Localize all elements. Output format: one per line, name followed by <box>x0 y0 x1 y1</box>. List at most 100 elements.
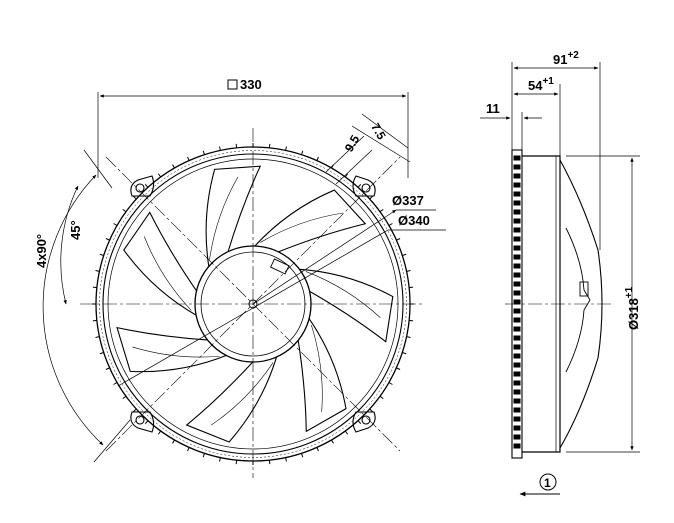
frame-rib <box>331 439 334 444</box>
frame-rib <box>113 382 118 385</box>
side-flange-rib <box>513 407 521 413</box>
frame-rib <box>379 208 384 213</box>
side-flange-rib <box>513 173 521 179</box>
side-dimensions <box>480 62 640 453</box>
side-flange-rib <box>513 398 521 404</box>
frame-rib <box>344 173 349 178</box>
frame-rib <box>285 457 287 462</box>
impeller-blade <box>116 326 230 373</box>
frame-rib <box>388 382 393 385</box>
side-flange-rib <box>513 236 521 242</box>
frame-rib <box>95 336 100 338</box>
impeller-blades <box>116 165 394 443</box>
frame-rib <box>388 223 393 226</box>
impeller-blade-edge <box>209 176 239 260</box>
impeller-blade <box>297 315 347 433</box>
impeller-blade-edge <box>260 212 344 243</box>
side-flange-rib <box>513 425 521 431</box>
side-flange-rib <box>513 335 521 341</box>
frame-rib <box>357 420 362 424</box>
side-flange-rib <box>513 272 521 278</box>
frame-rib <box>202 453 205 458</box>
impeller-blade <box>123 211 199 318</box>
frame-rib <box>344 430 349 435</box>
frame-rib <box>396 367 401 370</box>
flange-label: 11 <box>486 101 500 116</box>
side-flange-rib <box>513 191 521 197</box>
impeller-blade-edge <box>311 324 323 413</box>
mounting-hole-bottom-left <box>135 415 145 425</box>
width-dimension <box>97 79 409 178</box>
frame-rib <box>369 408 373 413</box>
frame-rib <box>285 146 287 151</box>
frame-rib <box>219 146 221 151</box>
frame-rib <box>133 195 137 200</box>
angle-arcs <box>42 149 131 463</box>
side-flange-rib <box>513 362 521 368</box>
frame-rib <box>402 352 407 355</box>
side-impeller-inner <box>565 227 591 373</box>
width-label: 330 <box>240 77 262 92</box>
frame-rib <box>187 156 190 161</box>
mounting-tab-top-left <box>130 175 155 197</box>
mounting-tab-bottom-right <box>352 411 376 433</box>
impeller-blade-edge <box>211 362 274 426</box>
side-flange-ribs <box>513 155 521 449</box>
frame-rib <box>113 223 118 226</box>
side-flange-rib <box>513 182 521 188</box>
front-view <box>42 79 446 478</box>
frame-rib <box>406 270 411 272</box>
frame-rib <box>301 453 304 458</box>
side-flange-rib <box>513 308 521 314</box>
frame-rib <box>379 395 384 400</box>
frame-rib <box>95 270 100 272</box>
frame-rib <box>172 439 175 444</box>
ring-inner-dia-label: Ø337 <box>392 193 424 208</box>
frame-rib <box>316 156 319 161</box>
side-view <box>480 62 640 497</box>
mounting-tab-bottom-left <box>130 411 155 433</box>
side-view-labels: 91+2 54+1 11 Ø318+1 1 <box>486 50 641 490</box>
total-depth-label: 91+2 <box>553 50 579 67</box>
frame-rib <box>122 208 127 213</box>
side-flange-rib <box>513 209 521 215</box>
frame-rib <box>144 420 149 424</box>
frame-rib <box>99 253 104 256</box>
side-flange-rib <box>513 344 521 350</box>
frame-rib <box>99 352 104 355</box>
side-flange-rib <box>513 380 521 386</box>
angle-large-label: 4x90° <box>34 234 49 268</box>
side-flange-rib <box>513 371 521 377</box>
diameter-leaders <box>117 113 446 387</box>
side-flange-rib <box>513 389 521 395</box>
side-flange-rib <box>513 281 521 287</box>
frame-rib <box>157 173 162 178</box>
side-flange-rib <box>513 434 521 440</box>
frame-rib <box>105 367 110 370</box>
frame-rib <box>105 238 110 241</box>
frame-rib <box>144 184 149 188</box>
side-hub-plate <box>579 281 589 297</box>
side-flange-rib <box>513 263 521 269</box>
impeller-dia-label: Ø318+1 <box>624 286 641 330</box>
mounting-hole-top-left <box>135 183 145 193</box>
mid-depth-label: 54+1 <box>528 76 554 93</box>
frame-rib <box>396 238 401 241</box>
frame-rib <box>316 447 319 452</box>
frame-rib <box>202 150 205 155</box>
frame-rib <box>301 150 304 155</box>
side-flange-rib <box>513 353 521 359</box>
square-symbol <box>227 79 238 90</box>
frame-rib <box>357 184 362 188</box>
impeller-blade <box>251 189 367 254</box>
airflow-label: 1 <box>544 476 551 490</box>
impeller-blade-edge <box>305 271 381 318</box>
frame-rib <box>219 457 221 462</box>
mounting-hole-top-right <box>361 183 371 193</box>
side-flange-rib <box>513 227 521 233</box>
side-flange-rib <box>513 443 521 449</box>
airflow-marker-circle <box>539 473 557 491</box>
side-flange-rib <box>513 245 521 251</box>
frame-rib <box>406 336 411 338</box>
